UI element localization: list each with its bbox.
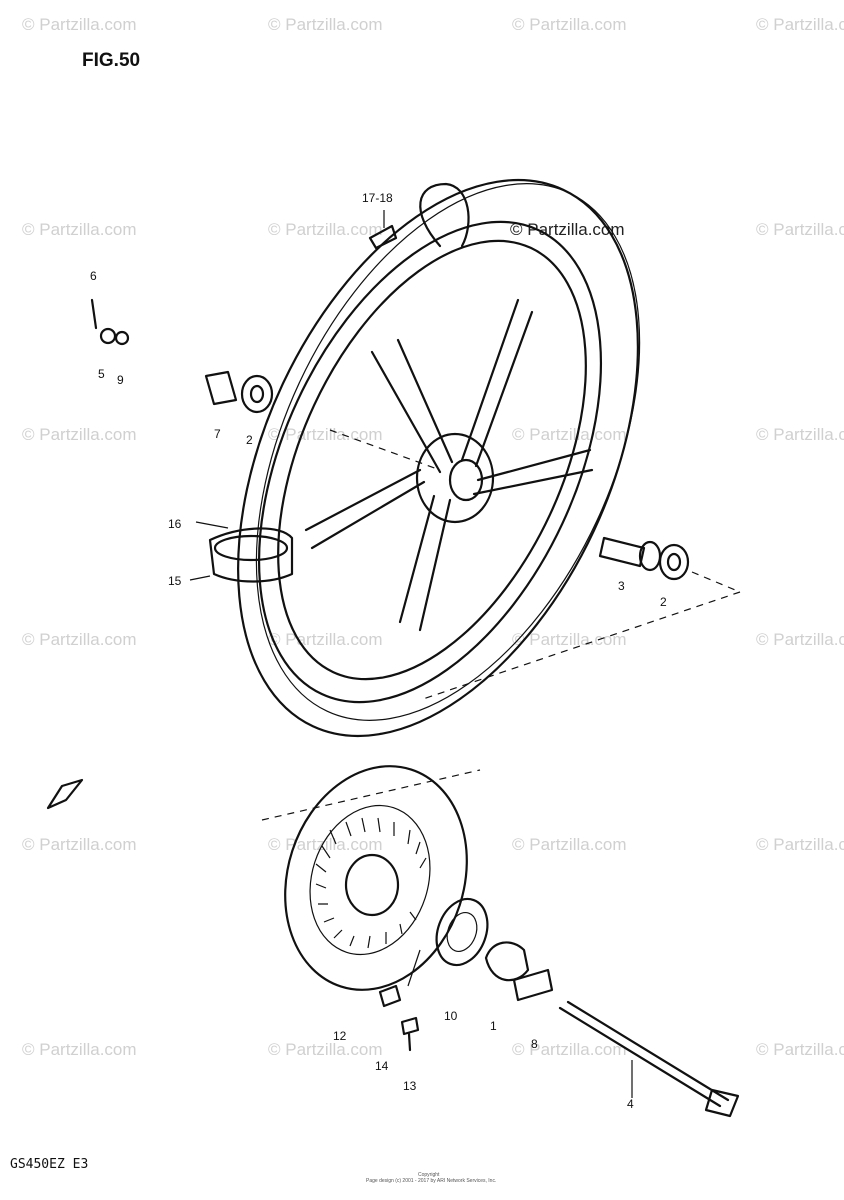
tube-opening (213, 534, 289, 562)
callout-5: 5 (98, 367, 105, 381)
watermark: © Partzilla.com (268, 15, 383, 34)
callout-1: 1 (490, 1019, 497, 1033)
spacer-left (204, 370, 238, 406)
axle-shaft (566, 1000, 730, 1102)
copyright-line: Copyright (418, 1172, 440, 1178)
spoke (304, 468, 426, 550)
spoke (370, 338, 454, 474)
disc-vents (315, 817, 427, 949)
callout-9: 9 (117, 373, 124, 387)
spoke (460, 298, 534, 468)
leader-line (407, 949, 421, 987)
disc-bolt (400, 1016, 420, 1052)
tire-outer-edge (237, 178, 639, 738)
callout-15: 15 (168, 574, 182, 588)
watermark: © Partzilla.com (22, 220, 137, 239)
bearing-bore (666, 552, 682, 572)
axle-shaft (558, 1006, 722, 1108)
callout-17-18: 17-18 (362, 191, 393, 205)
callout-10: 10 (444, 1009, 458, 1023)
spoke (398, 494, 452, 632)
watermark: © Partzilla.com (512, 425, 627, 444)
o-ring (114, 330, 130, 346)
valve-cap (368, 224, 398, 250)
tire-cutaway (189, 521, 294, 583)
watermark: © Partzilla.com (268, 630, 383, 649)
watermark: © Partzilla.com (268, 1040, 383, 1059)
copyright-line: Page design (c) 2001 - 2017 by ARI Netwo… (366, 1178, 496, 1184)
disc-center (344, 853, 400, 917)
disc-outer (284, 765, 468, 991)
watermark: © Partzilla.com (756, 425, 844, 444)
spoke (472, 448, 594, 496)
axle-head (704, 1088, 740, 1118)
watermark: © Partzilla.com (510, 220, 625, 239)
tube-loop (419, 182, 470, 248)
bearing-left (240, 374, 274, 414)
hub-seals (378, 897, 554, 1052)
leader-line (189, 575, 211, 581)
watermark: © Partzilla.com (22, 630, 137, 649)
rim-outer (257, 220, 603, 704)
watermark: © Partzilla.com (756, 630, 844, 649)
callouts: 17-18 6 5 9 7 2 16 15 3 2 12 10 1 8 14 1… (90, 191, 667, 1111)
gear-box-retainer (435, 897, 489, 967)
front-axle (558, 1000, 740, 1118)
tube-section (208, 527, 294, 583)
callout-8: 8 (531, 1037, 538, 1051)
watermark: © Partzilla.com (512, 630, 627, 649)
right-parts (598, 536, 690, 581)
watermark: © Partzilla.com (512, 15, 627, 34)
spacer-8 (512, 968, 554, 1002)
retainer-inner (446, 912, 478, 952)
watermark: © Partzilla.com (22, 1040, 137, 1059)
callout-13: 13 (403, 1079, 417, 1093)
watermark: © Partzilla.com (268, 425, 383, 444)
wheel-tire (237, 178, 641, 738)
front-arrow-icon (46, 778, 84, 810)
axis-line (329, 429, 441, 471)
figure-label: FIG.50 (82, 50, 140, 71)
watermark: © Partzilla.com (22, 15, 137, 34)
bearing-right (658, 543, 690, 581)
spacer-right (598, 536, 646, 568)
rim-inner (277, 239, 587, 681)
axis-line (419, 571, 742, 701)
bearing-bore (249, 384, 265, 404)
callout-14: 14 (375, 1059, 389, 1073)
watermark: © Partzilla.com (756, 15, 844, 34)
callout-4: 4 (627, 1097, 634, 1111)
left-parts (90, 298, 274, 414)
watermark: © Partzilla.com (756, 220, 844, 239)
speedometer-gear-box (484, 941, 530, 982)
disc-vent-ring (309, 804, 431, 956)
callout-12: 12 (333, 1029, 347, 1043)
hub-bore (448, 458, 484, 502)
watermark: © Partzilla.com (22, 425, 137, 444)
lock-washer (378, 984, 402, 1008)
bolt (90, 298, 98, 330)
axis-line (261, 769, 481, 821)
model-code: GS450EZ E3 (10, 1157, 88, 1172)
watermarks: © Partzilla.com © Partzilla.com © Partzi… (22, 15, 844, 1059)
callout-7: 7 (214, 427, 221, 441)
callout-2: 2 (246, 433, 253, 447)
watermark: © Partzilla.com (756, 1040, 844, 1059)
watermark: © Partzilla.com (22, 835, 137, 854)
callout-6: 6 (90, 269, 97, 283)
callout-2: 2 (660, 595, 667, 609)
brake-disc (284, 765, 468, 991)
callout-16: 16 (168, 517, 182, 531)
washer (99, 327, 117, 345)
watermark: © Partzilla.com (512, 1040, 627, 1059)
watermark: © Partzilla.com (756, 835, 844, 854)
leader-line (195, 521, 229, 529)
watermark: © Partzilla.com (268, 220, 383, 239)
wheel-hub (415, 432, 495, 524)
callout-3: 3 (618, 579, 625, 593)
watermark: © Partzilla.com (512, 835, 627, 854)
tire-tread-line (255, 183, 641, 721)
